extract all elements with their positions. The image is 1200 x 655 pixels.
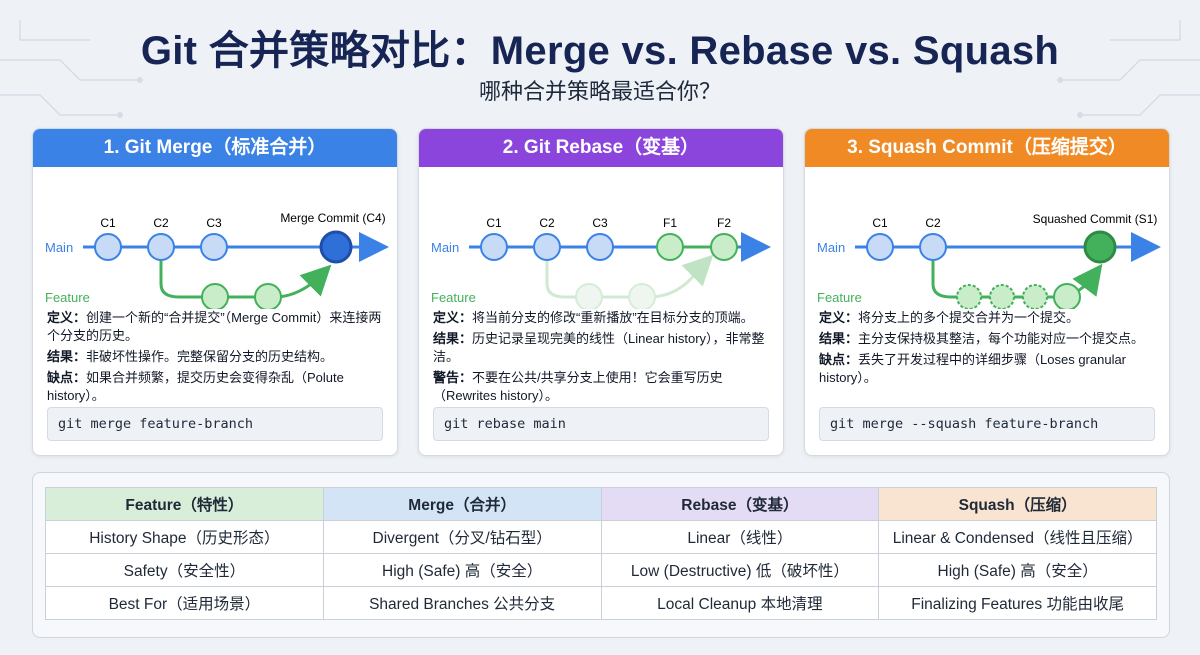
commit-c1: [480, 233, 508, 261]
merge-command: git merge feature-branch: [47, 407, 383, 441]
label-f1: F1: [663, 216, 677, 230]
ghost-commit-f2: [628, 283, 656, 309]
page-title: Git 合并策略对比：Merge vs. Rebase vs. Squash: [140, 29, 1060, 73]
commit-c1: [94, 233, 122, 261]
table-row: History Shape（历史形态） Divergent（分叉/钻石型） Li…: [45, 520, 1157, 554]
merge-feature-path: [159, 261, 332, 299]
commit-c2: [147, 233, 175, 261]
commit-c3: [200, 233, 228, 261]
warning-label: 警告：: [433, 370, 473, 385]
merge-description: 定义：创建一个新的“合并提交”（Merge Commit）来连接两个分支的历史。…: [47, 309, 383, 408]
table-row: Best For（适用场景） Shared Branches 公共分支 Loca…: [45, 586, 1157, 620]
header-rebase: Rebase（变基）: [600, 487, 880, 521]
squashed-commit-s1: [1083, 230, 1117, 264]
table-cell: Low (Destructive) 低（破坏性）: [600, 553, 880, 587]
merge-card-header: 1. Git Merge（标准合并）: [33, 129, 397, 167]
table-cell: Safety（安全性）: [45, 553, 324, 587]
table-cell: History Shape（历史形态）: [45, 520, 324, 554]
label-merge-commit: Merge Commit (C4): [280, 211, 385, 225]
squash-description: 定义：将分支上的多个提交合并为一个提交。 结果：主分支保持极其整洁，每个功能对应…: [819, 309, 1155, 390]
definition-text: 创建一个新的“合并提交”（Merge Commit）来连接两个分支的历史。: [47, 310, 382, 343]
definition-text: 将分支上的多个提交合并为一个提交。: [858, 310, 1080, 325]
commit-f1: [956, 284, 982, 309]
squash-feature-label: Feature: [817, 290, 862, 305]
result-label: 结果：: [433, 331, 473, 346]
rebase-feature-label: Feature: [431, 290, 476, 305]
squash-command: git merge --squash feature-branch: [819, 407, 1155, 441]
label-c3: C3: [592, 216, 608, 230]
commit-f2: [989, 284, 1015, 309]
result-text: 历史记录呈现完美的线性（Linear history），非常整洁。: [433, 331, 765, 364]
result-label: 结果：: [819, 331, 859, 346]
header-merge: Merge（合并）: [322, 487, 602, 521]
rebase-diagram: Main Feature C1 C2 C3 F1 F2 F1 F2: [431, 216, 771, 309]
definition-label: 定义：: [433, 310, 473, 325]
label-c2: C2: [153, 216, 169, 230]
label-f2: F2: [717, 216, 731, 230]
merge-feature-label: Feature: [45, 290, 90, 305]
warning-text: 不要在公共/共享分支上使用！它会重写历史（Rewrites history）。: [433, 370, 723, 403]
header-squash: Squash（压缩）: [878, 487, 1157, 521]
table-cell: High (Safe) 高（安全）: [322, 553, 602, 587]
rebase-card: 2. Git Rebase（变基） Main Feature C1 C2 C3 …: [418, 128, 784, 456]
squash-card: 3. Squash Commit（压缩提交） Main Feature C1 C…: [804, 128, 1170, 456]
merge-commit-c4: [319, 230, 353, 264]
label-squashed-commit: Squashed Commit (S1): [1033, 212, 1158, 226]
commit-c1: [866, 233, 894, 261]
squash-main-label: Main: [817, 240, 845, 255]
merge-main-label: Main: [45, 240, 73, 255]
header-feature: Feature（特性）: [45, 487, 324, 521]
table-cell: High (Safe) 高（安全）: [878, 553, 1157, 587]
cons-label: 缺点：: [819, 352, 859, 367]
table-row: Safety（安全性） High (Safe) 高（安全） Low (Destr…: [45, 553, 1157, 587]
cons-label: 缺点：: [47, 370, 87, 385]
table-header-row: Feature（特性） Merge（合并） Rebase（变基） Squash（…: [45, 487, 1157, 521]
table-cell: Linear & Condensed（线性且压缩）: [878, 520, 1157, 554]
merge-card: 1. Git Merge（标准合并） Main Feature C1 C2 C3…: [32, 128, 398, 456]
rebase-ghost-path: [545, 254, 714, 299]
cons-text: 如果合并频繁，提交历史会变得杂乱（Polute history）。: [47, 370, 344, 403]
definition-label: 定义：: [47, 310, 87, 325]
rebase-description: 定义：将当前分支的修改“重新播放”在目标分支的顶端。 结果：历史记录呈现完美的线…: [433, 309, 769, 408]
definition-label: 定义：: [819, 310, 859, 325]
table-cell: Local Cleanup 本地清理: [600, 586, 880, 620]
commit-f4: [1053, 283, 1081, 309]
table-cell: Linear（线性）: [600, 520, 880, 554]
table-cell: Finalizing Features 功能由收尾: [878, 586, 1157, 620]
comparison-table: Feature（特性） Merge（合并） Rebase（变基） Squash（…: [45, 487, 1157, 620]
result-text: 非破坏性操作。完整保留分支的历史结构。: [86, 349, 334, 364]
result-text: 主分支保持极其整洁，每个功能对应一个提交点。: [858, 331, 1145, 346]
table-cell: Shared Branches 公共分支: [322, 586, 602, 620]
cons-text: 丢失了开发过程中的详细步骤（Loses granular history）。: [819, 352, 1127, 385]
commit-c3: [586, 233, 614, 261]
commit-f1-rebased: [656, 233, 684, 261]
commit-f2: [254, 283, 282, 309]
merge-diagram: Main Feature C1 C2 C3 Merge Commit (C4) …: [45, 211, 389, 309]
result-label: 结果：: [47, 349, 87, 364]
table-cell: Best For（适用场景）: [45, 586, 324, 620]
commit-f2-rebased: [710, 233, 738, 261]
commit-c2: [919, 233, 947, 261]
ghost-commit-f1: [575, 283, 603, 309]
table-cell: Divergent（分叉/钻石型）: [322, 520, 602, 554]
label-c1: C1: [486, 216, 502, 230]
definition-text: 将当前分支的修改“重新播放”在目标分支的顶端。: [472, 310, 754, 325]
label-c3: C3: [206, 216, 222, 230]
commit-f3: [1022, 284, 1048, 309]
rebase-card-header: 2. Git Rebase（变基）: [419, 129, 783, 167]
squash-diagram: Main Feature C1 C2 Squashed Commit (S1) …: [817, 212, 1161, 309]
rebase-command: git rebase main: [433, 407, 769, 441]
label-c2: C2: [925, 216, 941, 230]
label-c1: C1: [100, 216, 116, 230]
commit-f1: [201, 283, 229, 309]
comparison-table-panel: Feature（特性） Merge（合并） Rebase（变基） Squash（…: [32, 472, 1170, 638]
squashed-feature-commits: [956, 283, 1081, 309]
label-c2: C2: [539, 216, 555, 230]
page-subtitle: 哪种合并策略最适合你？: [478, 79, 721, 104]
rebase-main-label: Main: [431, 240, 459, 255]
commit-c2: [533, 233, 561, 261]
label-c1: C1: [872, 216, 888, 230]
squash-card-header: 3. Squash Commit（压缩提交）: [805, 129, 1169, 167]
